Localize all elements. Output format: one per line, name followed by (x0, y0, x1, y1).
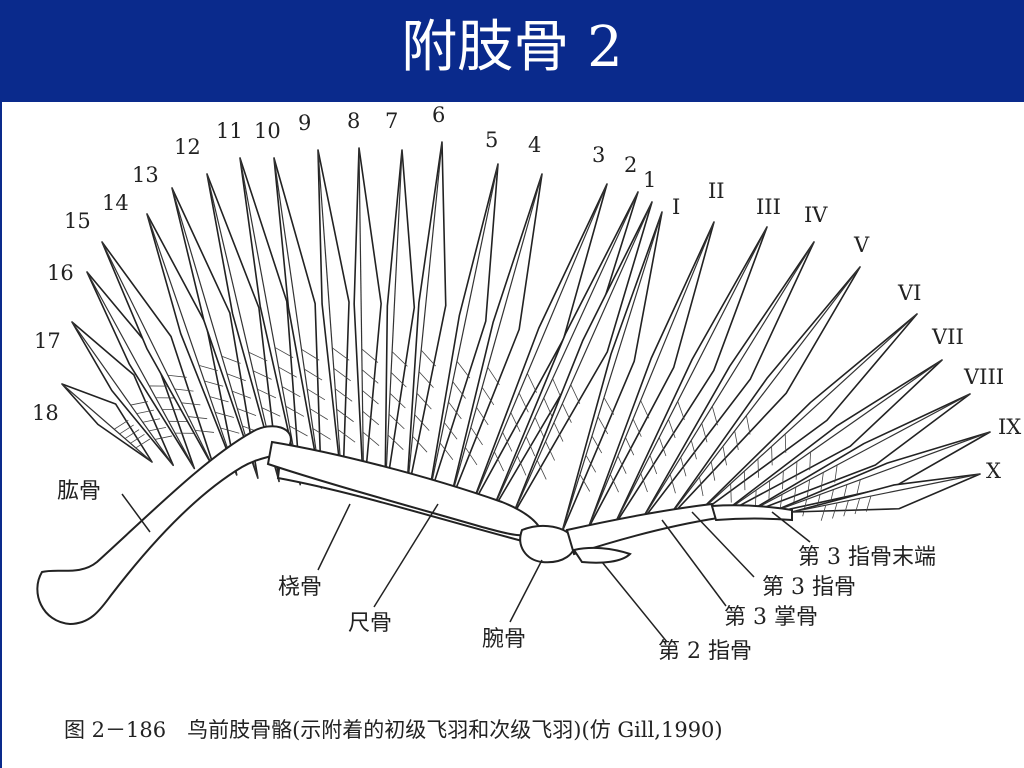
secondary-feather-label: 6 (432, 103, 445, 127)
secondary-feather (239, 157, 308, 486)
primary-feather (561, 211, 663, 533)
secondary-feather (353, 147, 382, 496)
metacarpal3-label: 第 3 掌骨 (724, 605, 818, 630)
primary-feather-label: X (986, 459, 1001, 483)
secondary-feather (71, 321, 174, 467)
secondary-feather-label: 4 (528, 133, 541, 157)
digit2-label: 第 2 指骨 (658, 639, 752, 664)
wing-skeleton-diagram: 肱骨 桡骨 尺骨 腕骨 第 2 指骨 第 3 掌骨 第 3 指骨 第 3 指骨末… (32, 103, 1021, 664)
secondary-feather (61, 383, 153, 463)
secondary-feather-label: 18 (32, 401, 59, 425)
secondary-feather (468, 183, 608, 512)
slide-title: 附肢骨 2 (401, 15, 623, 80)
secondary-feather (86, 271, 196, 470)
secondary-feather-label: 13 (132, 163, 159, 187)
secondary-feather (146, 213, 240, 476)
primary-feather-label: III (756, 195, 781, 219)
primary-feather-label: VI (897, 281, 921, 305)
secondary-feather-label: 14 (102, 191, 129, 215)
secondary-feather-label: 11 (216, 119, 243, 143)
primary-feather (791, 473, 981, 521)
primary-feather (688, 313, 918, 522)
metacarpal-bone (565, 502, 720, 556)
secondary-feather-label: 10 (254, 119, 281, 143)
primary-feather (714, 359, 943, 520)
primary-feather (586, 221, 715, 531)
secondary-feather-label: 17 (34, 329, 61, 353)
primary-feather (740, 393, 971, 518)
bones-group (36, 425, 793, 626)
secondary-feather (384, 149, 416, 499)
secondary-feather-label: 3 (592, 143, 605, 167)
digit3-bone (710, 504, 793, 522)
secondary-feather (426, 163, 499, 505)
secondary-feather-label: 9 (298, 111, 311, 135)
secondary-feather-label: 16 (47, 261, 74, 285)
figure-caption: 图 2－186 鸟前肢骨骼(示附着的初级飞羽和次级飞羽)(仿 Gill,1990… (64, 718, 723, 742)
digit3-tip-label: 第 3 指骨末端 (798, 545, 936, 570)
carpal-bone (519, 524, 576, 564)
ulna-label: 尺骨 (348, 611, 392, 636)
primary-feather (663, 266, 861, 524)
secondary-feather (405, 141, 447, 502)
title-bar (0, 0, 1024, 102)
primary-feather-label: V (853, 233, 870, 257)
primary-feather (612, 226, 768, 529)
primary-feather (637, 241, 815, 527)
primary-feather-label: I (672, 195, 680, 219)
primary-feather-label: VIII (963, 365, 1004, 389)
secondary-feather-label: 2 (624, 153, 637, 177)
secondary-feather-label: 15 (64, 209, 91, 233)
secondary-feather-label: 7 (385, 109, 398, 133)
primary-feather-label: VII (931, 325, 964, 349)
feathers-group (61, 141, 991, 533)
secondary-feather (317, 149, 356, 492)
humerus-label: 肱骨 (57, 479, 101, 504)
carpal-label: 腕骨 (482, 627, 526, 652)
secondary-feather (273, 157, 331, 489)
secondary-feather-label: 5 (485, 128, 498, 152)
secondary-feather-label: 8 (347, 109, 360, 133)
primary-feather-label: II (708, 179, 725, 203)
content-frame: 肱骨 桡骨 尺骨 腕骨 第 2 指骨 第 3 掌骨 第 3 指骨 第 3 指骨末… (0, 102, 1024, 768)
humerus-bone (36, 425, 292, 626)
secondary-feather (447, 173, 543, 509)
digit3-label: 第 3 指骨 (762, 575, 856, 600)
secondary-feather (490, 191, 639, 515)
primary-feather-label: IX (998, 415, 1021, 439)
secondary-feather-label: 12 (174, 135, 201, 159)
radius-label: 桡骨 (278, 575, 322, 600)
secondary-feather-label: 1 (643, 168, 656, 192)
primary-feather-label: IV (804, 203, 828, 227)
leader-lines (121, 493, 811, 643)
secondary-feather (511, 201, 653, 518)
digit2-bone (572, 546, 632, 564)
secondary-feather (101, 241, 217, 473)
